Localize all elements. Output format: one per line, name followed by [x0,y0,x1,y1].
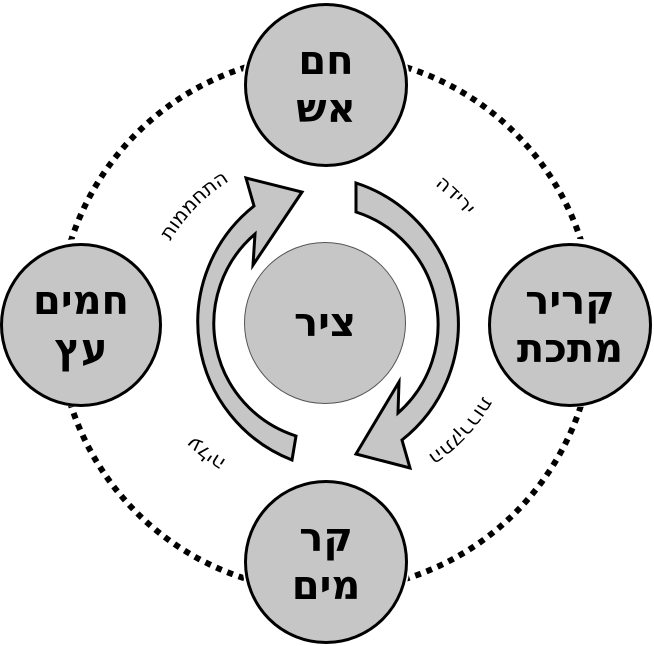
arrow-descent-cooling [353,180,460,471]
node-top-line1: חם [298,38,354,84]
node-cold-water: קר מים [244,480,408,644]
node-left-line2: עץ [54,326,108,372]
label-ascent: עליה [181,432,229,477]
node-bottom-line2: מים [291,563,361,609]
label-descent: ירידה [432,170,482,219]
node-right-line1: קריר [525,278,615,324]
center-axis: ציר [244,242,406,404]
node-cool-metal: קריר מתכת [488,243,652,407]
node-right-line2: מתכת [516,326,624,372]
node-hot-fire: חם אש [244,3,408,167]
label-cooling: התקררות [425,394,499,471]
center-label: ציר [294,300,356,346]
label-warming: התחממות [154,165,232,244]
arrow-warming-ascent [196,175,305,463]
node-top-line2: אש [296,86,356,132]
node-bottom-line1: קר [299,515,353,561]
node-warm-wood: חמים עץ [0,243,162,407]
node-left-line1: חמים [32,278,130,324]
